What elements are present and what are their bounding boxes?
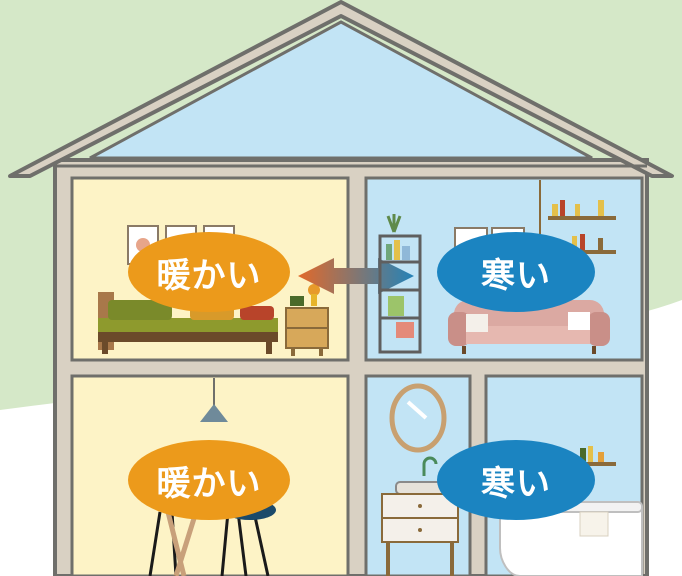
sofa	[448, 300, 610, 354]
nightstand	[285, 284, 329, 356]
warm-badge-top: 暖かい	[128, 232, 290, 312]
cold-badge-top: 寒い	[437, 232, 595, 312]
mirror-icon	[389, 383, 447, 453]
bookshelf	[378, 214, 422, 354]
double-arrow-icon	[298, 258, 414, 294]
faucet-icon	[422, 456, 438, 476]
roof	[8, 0, 674, 178]
pendant-lamp-icon	[200, 378, 228, 422]
attic-window	[89, 20, 593, 160]
cold-badge-bottom: 寒い	[437, 440, 595, 520]
bath-shelf	[572, 446, 616, 466]
warm-badge-bottom: 暖かい	[128, 440, 290, 520]
